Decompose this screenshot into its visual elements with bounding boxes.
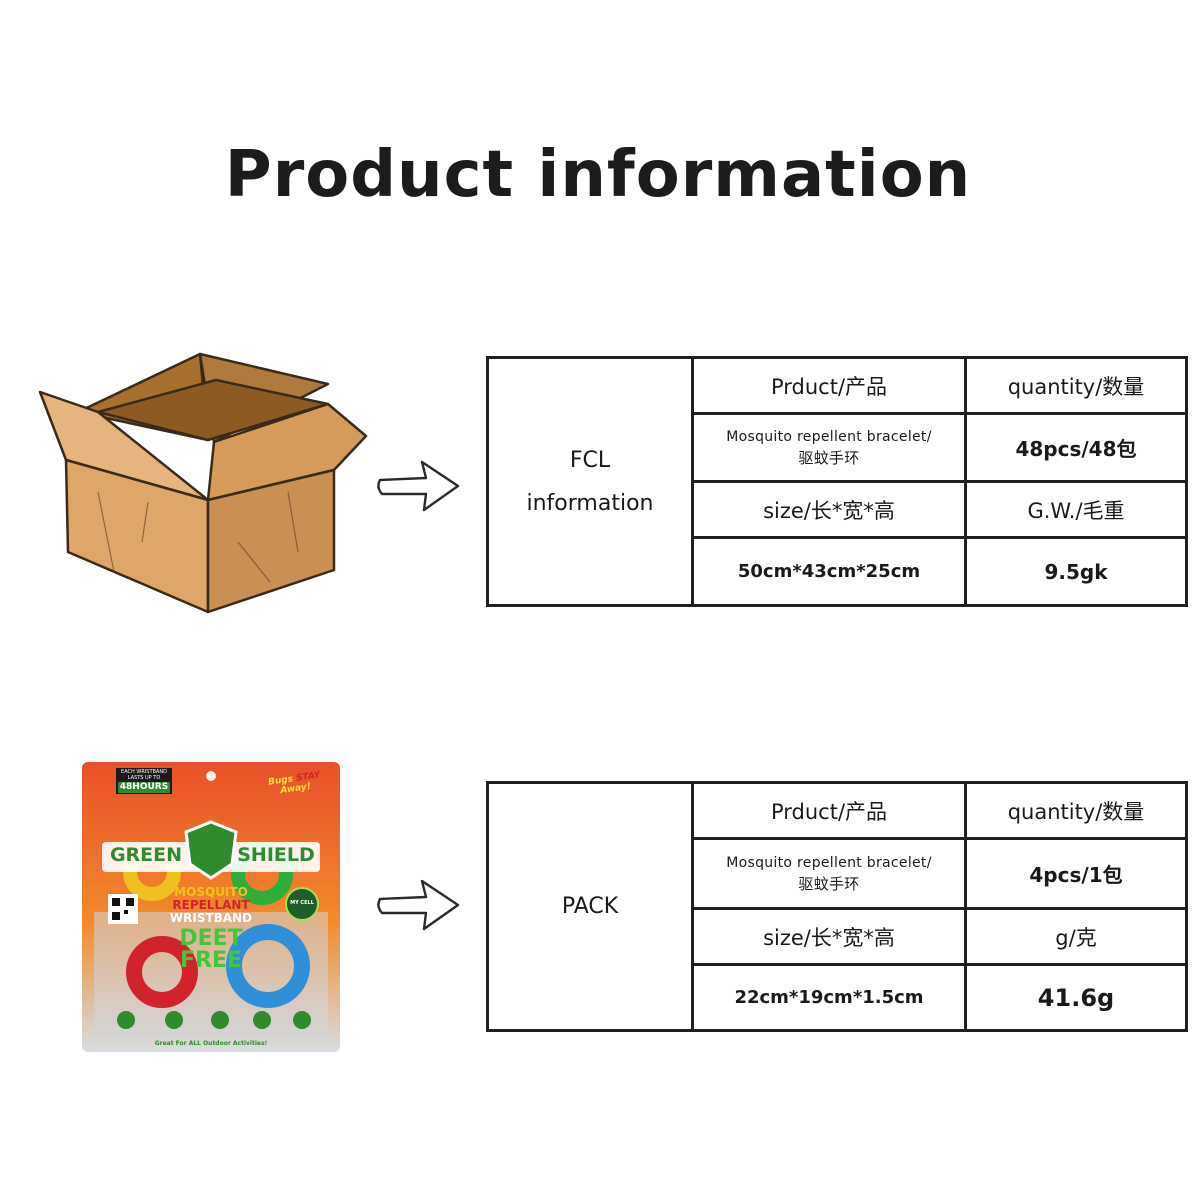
product-name-text: MOSQUITO REPELLANT WRISTBAND <box>169 885 253 925</box>
product-name-cell: Mosquito repellent bracelet/ 驱蚊手环 <box>691 837 967 910</box>
hours-badge: EACH WRISTBAND LASTS UP TO 48HOURS <box>116 768 172 794</box>
size-header: size/长*宽*高 <box>691 480 967 539</box>
product-header: Prduct/产品 <box>691 781 967 840</box>
weight-header: g/克 <box>964 907 1188 966</box>
size-header: size/长*宽*高 <box>691 907 967 966</box>
weight-value: 9.5gk <box>964 536 1188 607</box>
pack-label-cell: PACK <box>486 781 694 1032</box>
product-name-cell: Mosquito repellent bracelet/ 驱蚊手环 <box>691 412 967 483</box>
product-package-image: EACH WRISTBAND LASTS UP TO 48HOURS Bugs … <box>82 762 340 1052</box>
weight-value: 41.6g <box>964 963 1188 1032</box>
quantity-value: 48pcs/48包 <box>964 412 1188 483</box>
weight-header: G.W./毛重 <box>964 480 1188 539</box>
right-arrow-icon <box>377 460 460 512</box>
size-value: 22cm*19cm*1.5cm <box>691 963 967 1032</box>
fcl-info-table: FCL information Prduct/产品 quantity/数量 Mo… <box>486 356 1188 607</box>
size-value: 50cm*43cm*25cm <box>691 536 967 607</box>
product-header: Prduct/产品 <box>691 356 967 415</box>
cardboard-box-illustration <box>38 352 368 614</box>
quantity-value: 4pcs/1包 <box>964 837 1188 910</box>
deet-free-claim: DEET FREE <box>179 926 243 973</box>
right-arrow-icon <box>377 879 460 931</box>
pack-info-table: PACK Prduct/产品 quantity/数量 Mosquito repe… <box>486 781 1188 1032</box>
quantity-header: quantity/数量 <box>964 781 1188 840</box>
package-footer-text: Great For ALL Outdoor Activities! <box>154 1040 268 1047</box>
brand-left-text: GREEN <box>109 844 183 866</box>
fcl-label-cell: FCL information <box>486 356 694 607</box>
page-title: Product information <box>224 138 972 212</box>
quantity-header: quantity/数量 <box>964 356 1188 415</box>
seal-text: MY CELL <box>290 900 314 906</box>
brand-right-text: SHIELD <box>237 844 315 866</box>
